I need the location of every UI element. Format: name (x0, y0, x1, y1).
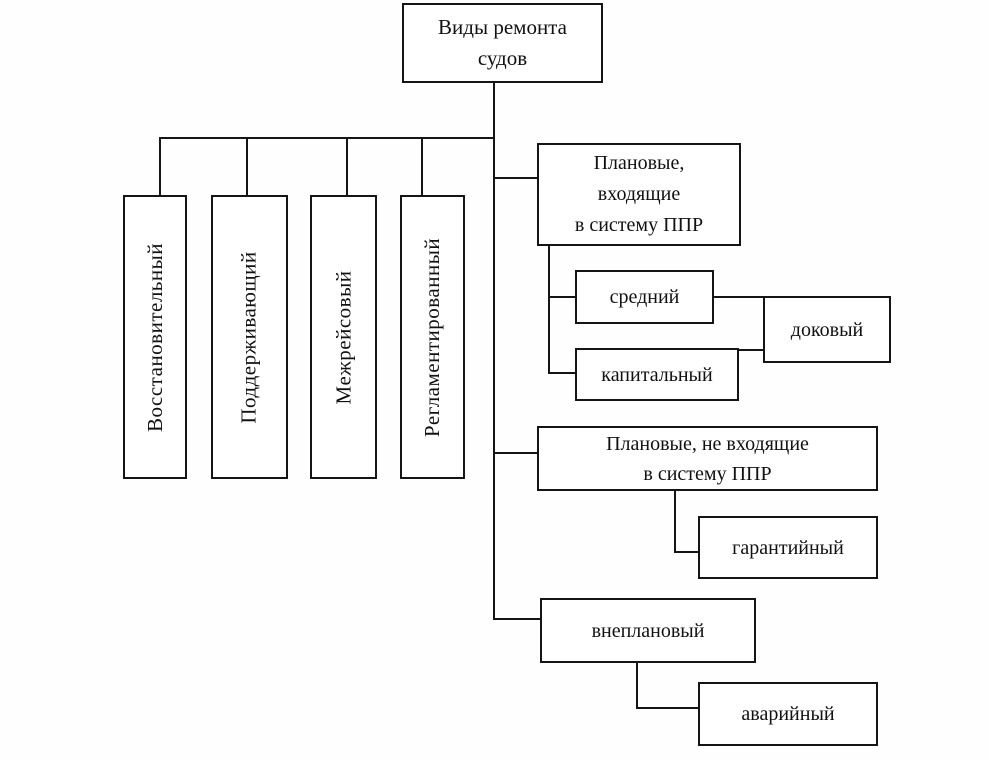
node-kapitalny: капитальный (575, 348, 739, 401)
node-reglamentirovanny-label: Регламентированный (420, 237, 444, 437)
node-avariyny: аварийный (698, 682, 878, 746)
node-garantiyny: гарантийный (698, 516, 878, 579)
connector-left-horizontal (159, 137, 495, 139)
node-reglamentirovanny: Регламентированный (400, 195, 465, 479)
node-planned-in-ppr: Плановые, входящие в систему ППР (537, 143, 741, 246)
connector-avariyny-vertical (636, 662, 638, 709)
node-vneplanovy: внеплановый (540, 598, 756, 663)
node-vosstanovitelny-label: Восстановительный (142, 242, 167, 432)
connector-drop-vosstanovitelny (159, 137, 161, 195)
node-vosstanovitelny: Восстановительный (123, 195, 187, 479)
connector-garantiyny-horizontal (674, 551, 698, 553)
connector-ppr-sub-vertical (548, 246, 550, 374)
connector-drop-podderzhivayushchy (246, 137, 248, 195)
connector-garantiyny-vertical (674, 491, 676, 553)
connector-branch-planned-non-ppr (493, 452, 537, 454)
connector-main-vertical (493, 82, 495, 620)
node-sredniy: средний (575, 270, 714, 324)
connector-branch-planned-ppr (493, 177, 537, 179)
connector-kapitalny-dokovy (739, 349, 763, 351)
node-mezhreysovy-label: Межрейсовый (331, 270, 355, 404)
connector-sredniy-dokovy (714, 296, 763, 298)
node-planned-not-in-ppr: Плановые, не входящие в систему ППР (537, 426, 878, 491)
connector-drop-mezhreysovy (346, 137, 348, 195)
connector-branch-vneplanovy (493, 618, 540, 620)
node-dokovy: доковый (763, 296, 891, 363)
connector-to-sredniy (548, 296, 575, 298)
connector-to-kapitalny (548, 372, 575, 374)
connector-avariyny-horizontal (636, 707, 698, 709)
node-podderzhivayushchy: Поддерживающий (211, 195, 288, 479)
connector-drop-reglamentirovanny (421, 137, 423, 195)
node-root-ship-repair-types: Виды ремонта судов (402, 3, 603, 83)
node-podderzhivayushchy-label: Поддерживающий (237, 250, 262, 424)
node-mezhreysovy: Межрейсовый (310, 195, 377, 479)
